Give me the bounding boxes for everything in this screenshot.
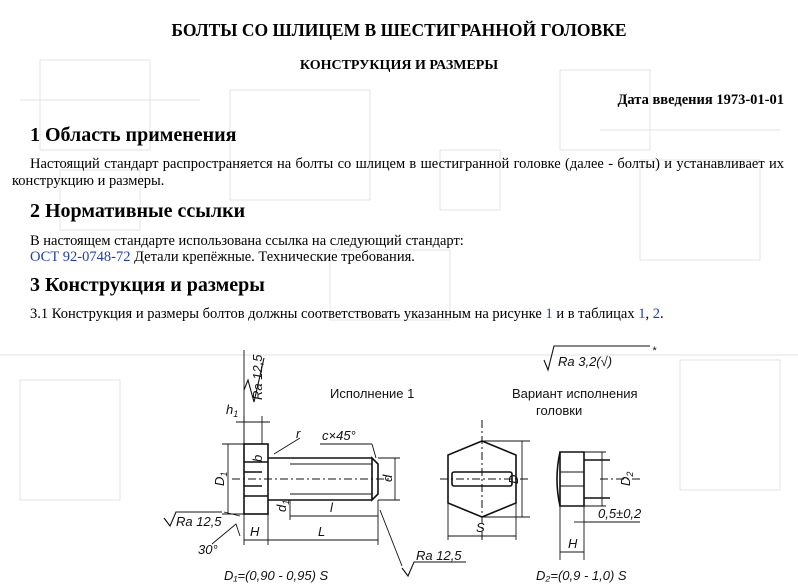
formula-D2: D₂=(0,9 - 1,0) S — [536, 568, 627, 583]
document-title: БОЛТЫ СО ШЛИЦЕМ В ШЕСТИГРАННОЙ ГОЛОВКЕ — [171, 20, 627, 40]
dim-H2: H — [568, 536, 578, 551]
table-1-link[interactable]: 1 — [638, 306, 646, 322]
roughness-general-star: * — [652, 345, 657, 357]
dim-h1-sub: 1 — [233, 409, 238, 419]
section-1-heading: 1 Область применения — [30, 124, 237, 146]
bolt-drawing: Исполнение 1 Вариант исполнения головки … — [163, 345, 657, 583]
dim-D1: D1 — [212, 472, 229, 486]
section-2-text: В настоящем стандарте использована ссылк… — [30, 233, 464, 249]
dim-0-5: 0,5±0,2 — [598, 506, 642, 521]
figure-1-link[interactable]: 1 — [545, 306, 553, 322]
dim-r: r — [296, 426, 301, 441]
dim-D1-sub: 1 — [219, 472, 229, 477]
dim-d1-main: d — [274, 504, 289, 512]
bolt-side-view — [243, 443, 379, 515]
label-variant-line2: головки — [536, 403, 582, 418]
section-2-heading: 2 Нормативные ссылки — [30, 200, 246, 222]
roughness-top: Ra 12,5 — [250, 354, 265, 400]
document-subtitle: КОНСТРУКЦИЯ И РАЗМЕРЫ — [299, 58, 499, 73]
dim-b: b — [250, 455, 265, 462]
dim-D2-sub: 2 — [625, 472, 635, 478]
dim-L: L — [318, 524, 325, 539]
dim-30-deg: 30° — [198, 542, 218, 557]
roughness-bottom: Ra 12,5 — [416, 548, 462, 563]
label-variant-line1: Вариант исполнения — [512, 386, 638, 401]
table-2-link[interactable]: 2 — [652, 306, 660, 322]
dim-d: d — [380, 474, 395, 482]
roughness-general: Ra 3,2(√) — [558, 354, 612, 369]
dim-H: H — [250, 524, 260, 539]
dim-l: l — [330, 500, 334, 515]
dim-h1: h1 — [226, 402, 238, 419]
section-3-text-part: 3.1 Конструкция и размеры болтов должны … — [30, 306, 546, 322]
dim-d1: d1 — [274, 500, 291, 512]
dim-D1-main: D — [212, 477, 227, 486]
section-3-text-part: . — [659, 306, 664, 322]
section-3-heading: 3 Конструкция и размеры — [30, 274, 265, 296]
roughness-left: Ra 12,5 — [176, 514, 222, 529]
section-3-text-part: и в таблицах — [552, 306, 639, 322]
dim-D2-main: D — [618, 477, 633, 486]
dim-chamfer: c×45° — [322, 428, 356, 443]
section-1-text: Настоящий стандарт распространяется на б… — [12, 156, 784, 189]
formula-D1: D₁=(0,90 - 0,95) S — [224, 568, 329, 583]
dim-S: S — [476, 520, 485, 535]
dim-D: D — [506, 475, 521, 484]
dim-d1-sub: 1 — [281, 500, 291, 505]
dim-D2: D2 — [618, 472, 635, 486]
section-3-text: 3.1 Конструкция и размеры болтов должны … — [30, 306, 664, 323]
section-3-text-part: , — [645, 306, 653, 322]
dim-h1-main: h — [226, 402, 233, 417]
ost-reference-title: Детали крепёжные. Технические требования… — [130, 249, 415, 265]
section-2-reference: ОСТ 92-0748-72 Детали крепёжные. Техниче… — [30, 249, 415, 266]
label-version-1: Исполнение 1 — [330, 386, 414, 401]
effective-date: Дата введения 1973-01-01 — [617, 92, 784, 108]
ost-reference-link[interactable]: ОСТ 92-0748-72 — [30, 249, 131, 265]
